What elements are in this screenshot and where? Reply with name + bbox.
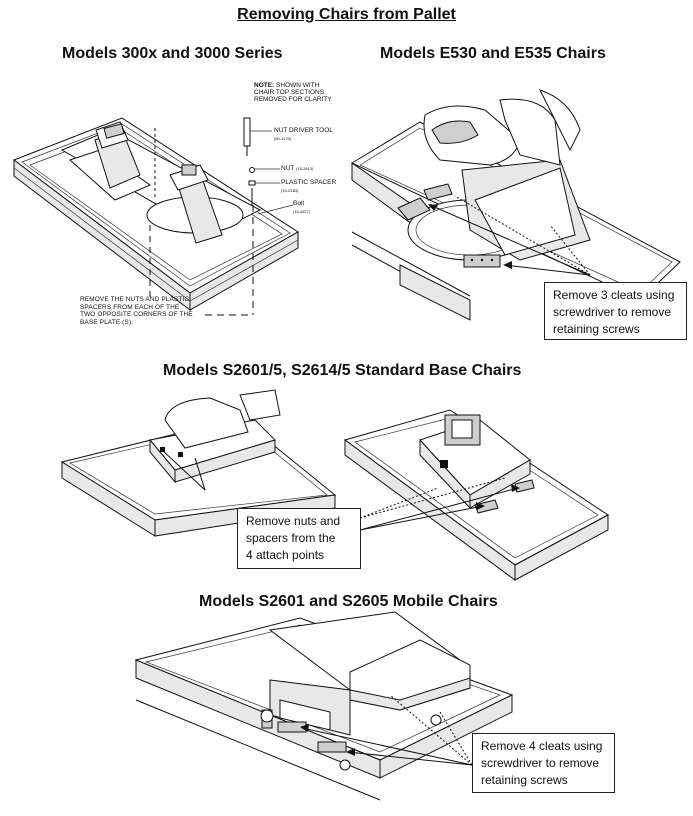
callout-line: Remove 3 cleats using bbox=[553, 288, 675, 302]
nut-icon bbox=[249, 167, 255, 173]
callout-standard-base: Remove nuts and spacers from the 4 attac… bbox=[237, 508, 361, 569]
part-number: (15-2183) bbox=[281, 188, 299, 193]
cleat-2 bbox=[317, 741, 347, 753]
callout-line: retaining screws bbox=[481, 773, 568, 787]
callout-line: Remove nuts and bbox=[246, 514, 341, 528]
page-title: Removing Chairs from Pallet bbox=[237, 6, 456, 23]
label-plastic-spacer: PLASTIC SPACER (15-2183) bbox=[281, 179, 336, 195]
instruction-line: TWO OPPOSITE CORNERS OF THE bbox=[80, 311, 193, 318]
part-number: (15-2813) bbox=[296, 166, 314, 171]
part-number: (15-4877) bbox=[293, 209, 311, 214]
label-nut-driver: NUT DRIVER TOOL (80-4123) bbox=[274, 127, 333, 143]
callout-line: spacers from the bbox=[246, 531, 336, 545]
callout-line: screwdriver to remove bbox=[481, 756, 600, 770]
wheel-icon bbox=[260, 709, 274, 723]
note-line: REMOVED FOR CLARITY bbox=[254, 96, 332, 103]
section-heading-mobile: Models S2601 and S2605 Mobile Chairs bbox=[199, 593, 498, 610]
label-text: NUT bbox=[281, 165, 295, 172]
instruction-line: BASE PLATE (S). bbox=[80, 318, 134, 326]
wheel-icon bbox=[430, 714, 442, 726]
label-text: PLASTIC SPACER bbox=[281, 179, 337, 186]
callout-e530: Remove 3 cleats using screwdriver to rem… bbox=[544, 282, 687, 340]
note-line: SHOWN WITH bbox=[276, 82, 320, 89]
callout-line: retaining screws bbox=[553, 322, 640, 336]
instruction-line: REMOVE THE NUTS AND PLASTIC bbox=[80, 296, 190, 303]
section-heading-standard-base: Models S2601/5, S2614/5 Standard Base Ch… bbox=[163, 362, 522, 379]
note-line: CHAIR TOP SECTIONS bbox=[254, 89, 325, 96]
section-heading-e530: Models E530 and E535 Chairs bbox=[380, 45, 606, 62]
section-heading-300x: Models 300x and 3000 Series bbox=[62, 45, 283, 62]
callout-line: 4 attach points bbox=[246, 548, 325, 562]
callout-mobile: Remove 4 cleats using screwdriver to rem… bbox=[472, 733, 615, 793]
label-nut: NUT (15-2813) bbox=[281, 165, 313, 173]
instruction-line: SPACERS FROM EACH OF THE bbox=[80, 303, 180, 311]
callout-line: screwdriver to remove bbox=[553, 305, 672, 319]
label-text: NUT DRIVER TOOL bbox=[274, 127, 333, 134]
note-label: NOTE: bbox=[254, 82, 275, 89]
label-bolt: Bolt (15-4877) bbox=[293, 200, 310, 216]
part-number: (80-4123) bbox=[274, 136, 292, 141]
callout-line: Remove 4 cleats using bbox=[481, 739, 603, 753]
label-text: Bolt bbox=[293, 200, 305, 207]
wheel-icon bbox=[339, 759, 351, 771]
cleat-1 bbox=[397, 197, 431, 221]
instruction-text-300x: REMOVE THE NUTS AND PLASTIC SPACERS FROM… bbox=[80, 296, 193, 326]
cleat-2 bbox=[423, 183, 453, 201]
diagram-note: NOTE: SHOWN WITH CHAIR TOP SECTIONS REMO… bbox=[254, 82, 332, 103]
